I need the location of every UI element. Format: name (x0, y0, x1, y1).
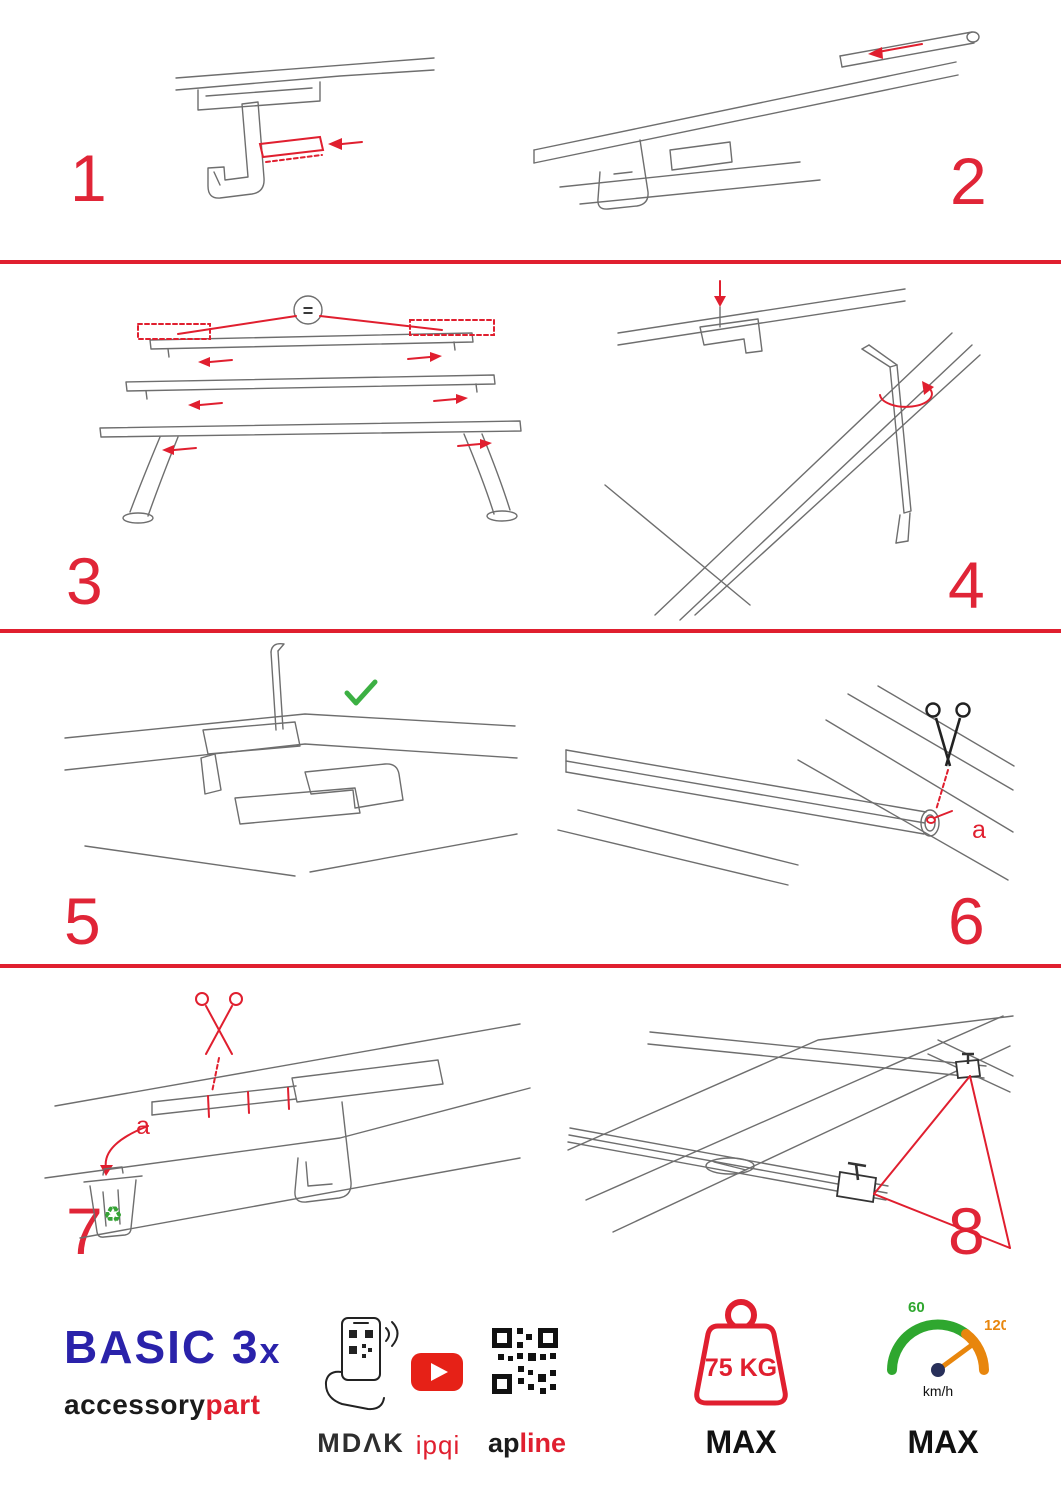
strip-end (926, 810, 953, 824)
section-divider (0, 629, 1061, 633)
brand-sub-red: part (205, 1388, 261, 1420)
step-2-illustration (520, 22, 1000, 222)
speed-low-label: 60 (908, 1299, 925, 1316)
brand-sub-black: accessory (64, 1388, 206, 1420)
part-label-a: a (972, 816, 986, 844)
scissors-icon (195, 992, 243, 1093)
part-label-a: a (136, 1112, 150, 1140)
phone-qr-icon (312, 1312, 407, 1412)
weight-icon: 75 KG (678, 1298, 804, 1416)
equal-badge: = (293, 295, 323, 325)
section-divider (0, 260, 1061, 264)
step-3-illustration: = (50, 282, 540, 540)
step-number-5: 5 (64, 884, 101, 958)
qr-code-icon (490, 1326, 560, 1396)
apline-red: line (519, 1428, 567, 1458)
brand-subtitle: accessorypart (64, 1389, 294, 1421)
speed-max-label: MAX (907, 1424, 979, 1460)
clamp-upper (954, 1052, 982, 1079)
red-pad (258, 135, 363, 163)
ipqi-label: ipqi (415, 1430, 461, 1460)
step-6-illustration: a (548, 680, 1018, 920)
step-4-illustration (600, 275, 1020, 623)
apline-label: apline (472, 1428, 582, 1459)
alignment-lines (873, 1075, 1011, 1249)
speed-high-label: 120 (984, 1317, 1006, 1334)
mdak-label: MDΛK (317, 1428, 405, 1458)
weight-max-label: MAX (705, 1424, 777, 1460)
slide-arrow-icon (868, 43, 923, 59)
cut-marks (207, 1087, 290, 1118)
section-divider (0, 964, 1061, 968)
recycle-icon: ♻ (103, 1202, 123, 1227)
trash-icon: ♻ (83, 1166, 143, 1238)
step-7-illustration: a ♻ (40, 986, 540, 1246)
brand-x: x (259, 1330, 282, 1371)
step-number-1: 1 (70, 141, 107, 215)
step-1-illustration (170, 52, 440, 234)
step-number-6: 6 (948, 884, 985, 958)
scissors-icon (925, 702, 971, 767)
step-5-illustration (55, 638, 525, 906)
insert-arrow-icon (714, 280, 726, 307)
brand-logo: BASIC 3x (64, 1322, 294, 1373)
step-number-2: 2 (950, 144, 987, 218)
step-number-4: 4 (948, 548, 985, 622)
apline-black: ap (487, 1428, 520, 1458)
equal-sign: = (303, 301, 314, 321)
checkmark-icon (344, 679, 378, 706)
step-8-illustration (558, 980, 1028, 1270)
brand-block: BASIC 3x accessorypart (64, 1322, 294, 1421)
youtube-icon (410, 1352, 464, 1392)
rotation-arrow-icon (879, 381, 934, 408)
step-number-3: 3 (66, 544, 103, 618)
speed-unit-label: km/h (923, 1383, 953, 1399)
brand-name: BASIC 3 (64, 1321, 260, 1373)
weight-value: 75 KG (705, 1354, 777, 1382)
speedometer-icon: 60 120 km/h (876, 1294, 1006, 1406)
clamp-lower (835, 1161, 878, 1204)
